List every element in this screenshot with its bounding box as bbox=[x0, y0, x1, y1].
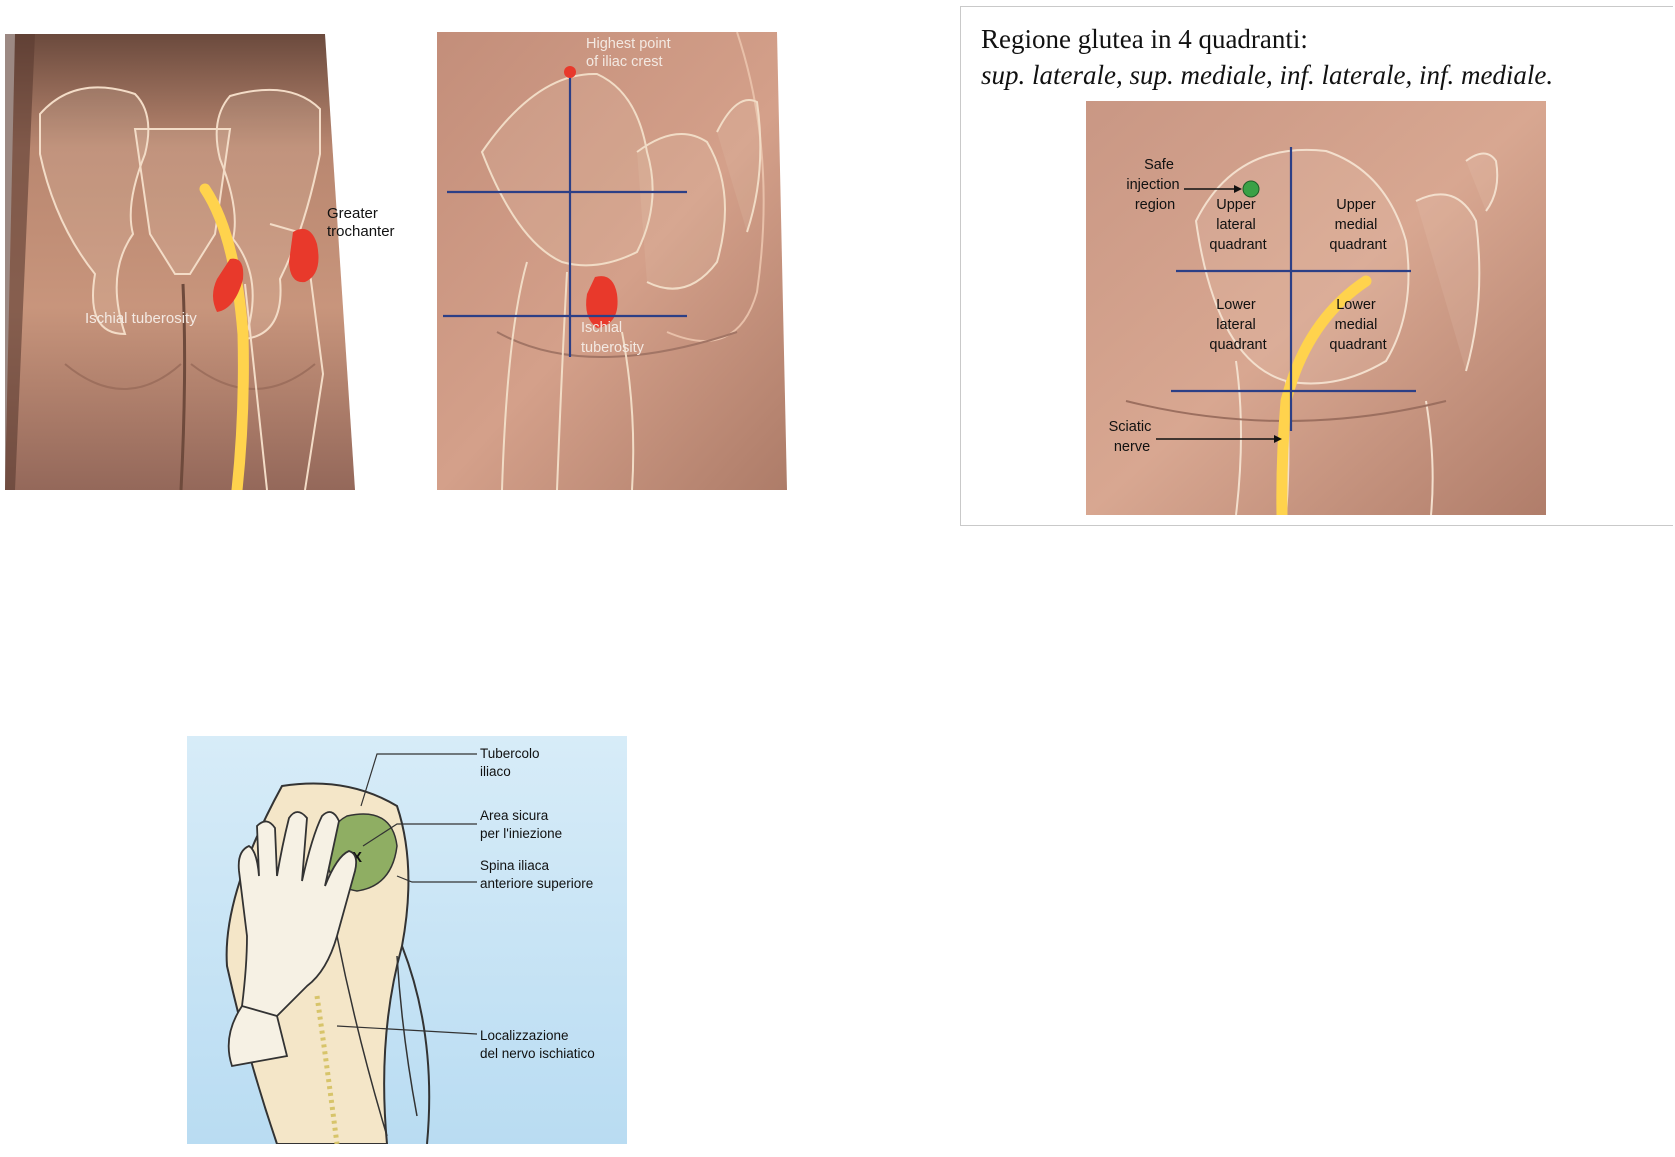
ventrogluteal-svg: X Tubercolo iliaco Area sicura per l'ini… bbox=[187, 736, 627, 1144]
iliac-crest-label: Highest point of iliac crest bbox=[586, 36, 675, 70]
posterior-hip-svg: Greater trochanter Ischial tuberosity bbox=[5, 34, 437, 490]
safe-injection-label: Safe injection region bbox=[1126, 157, 1183, 213]
greater-trochanter-label: Greater trochanter bbox=[327, 205, 395, 240]
safe-injection-dot bbox=[1242, 180, 1260, 198]
safe-area-x: X bbox=[352, 849, 362, 866]
gluteal-quadrant-figure: Safe injection region Upper lateral quad… bbox=[1086, 101, 1546, 515]
sciatic-nerve bbox=[199, 183, 249, 490]
quadrant-lines-svg: Highest point of iliac crest Ischial tub… bbox=[437, 32, 845, 490]
leader-lines bbox=[336, 753, 478, 1035]
ischial-tuberosity-label: Ischial tuberosity bbox=[85, 310, 197, 327]
ventrogluteal-illustration: X Tubercolo iliaco Area sicura per l'ini… bbox=[187, 736, 627, 1144]
lower-lateral-label: Lower lateral quadrant bbox=[1209, 297, 1266, 353]
quadranti-box: Regione glutea in 4 quadranti: sup. late… bbox=[960, 6, 1673, 526]
iliac-crest-point bbox=[564, 66, 576, 78]
posterior-hip-illustration: Greater trochanter Ischial tuberosity bbox=[5, 34, 437, 490]
quadranti-title: Regione glutea in 4 quadranti: bbox=[981, 24, 1308, 54]
tubercolo-label: Tubercolo iliaco bbox=[480, 746, 543, 779]
quadrant-lines bbox=[1171, 147, 1416, 431]
sciatic-nerve bbox=[1276, 275, 1372, 515]
upper-medial-label: Upper medial quadrant bbox=[1329, 197, 1386, 253]
greater-trochanter-marker bbox=[289, 228, 319, 283]
sciatic-nerve-path bbox=[314, 995, 340, 1144]
quadrant-lines bbox=[443, 72, 687, 357]
pelvis-outline bbox=[39, 86, 325, 490]
area-sicura-label: Area sicura per l'iniezione bbox=[480, 808, 562, 841]
pelvis-outline bbox=[480, 72, 762, 490]
lower-medial-label: Lower medial quadrant bbox=[1329, 297, 1386, 353]
sciatic-nerve-label: Sciatic nerve bbox=[1109, 419, 1156, 455]
gluteal-quadrant-svg: Safe injection region Upper lateral quad… bbox=[1086, 101, 1546, 515]
spina-iliaca-label: Spina iliaca anteriore superiore bbox=[480, 858, 593, 891]
upper-lateral-label: Upper lateral quadrant bbox=[1209, 197, 1266, 253]
quadrant-lines-illustration: Highest point of iliac crest Ischial tub… bbox=[437, 32, 845, 490]
quadranti-subtitle: sup. laterale, sup. mediale, inf. latera… bbox=[981, 60, 1554, 90]
ischial-tuberosity-label: Ischial tuberosity bbox=[581, 320, 645, 356]
pelvis-outline bbox=[1194, 148, 1499, 515]
ischial-tuberosity-marker bbox=[213, 258, 244, 312]
nervo-ischiatico-label: Localizzazione del nervo ischiatico bbox=[480, 1028, 595, 1061]
hand bbox=[227, 811, 358, 1068]
